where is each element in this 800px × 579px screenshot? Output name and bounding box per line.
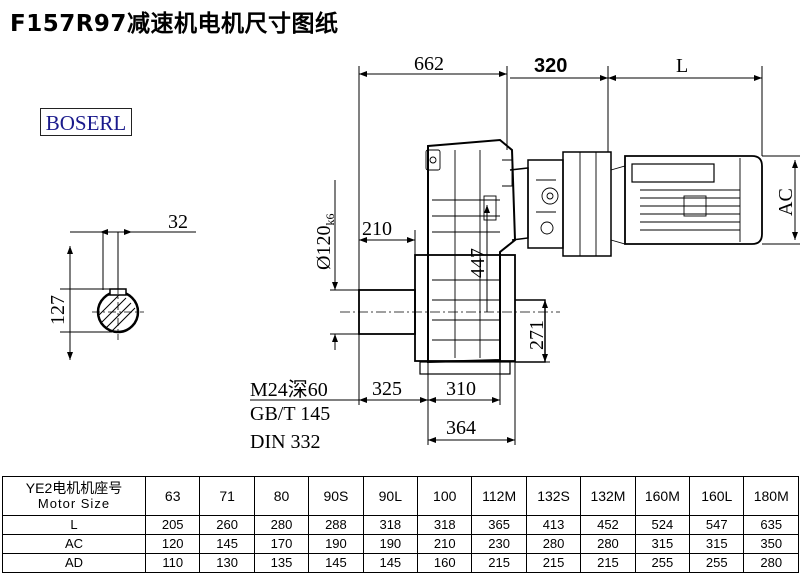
table-cell: 190 bbox=[308, 534, 364, 554]
table-cell: 160 bbox=[417, 553, 473, 573]
dim-flange-width: 310 bbox=[446, 378, 476, 400]
header-label-cn: YE2电机机座号 bbox=[25, 480, 123, 496]
table-cell: 452 bbox=[580, 515, 636, 535]
column-header: 71 bbox=[199, 476, 255, 516]
table-cell: 315 bbox=[634, 534, 691, 554]
column-header: 160L bbox=[689, 476, 745, 516]
row-label: AD bbox=[2, 553, 146, 573]
table-cell: 210 bbox=[417, 534, 473, 554]
table-cell: 280 bbox=[580, 534, 636, 554]
column-header: 112M bbox=[471, 476, 527, 516]
brand-logo: BOSERL bbox=[40, 108, 132, 136]
table-cell: 288 bbox=[308, 515, 364, 535]
table-cell: 215 bbox=[580, 553, 636, 573]
table-cell: 524 bbox=[634, 515, 691, 535]
dim-shaft-height: 127 bbox=[47, 295, 69, 325]
table-cell: 280 bbox=[743, 553, 799, 573]
table-cell: 365 bbox=[471, 515, 527, 535]
column-header: 63 bbox=[144, 476, 201, 516]
table-cell: 170 bbox=[253, 534, 310, 554]
note-standard-gb: GB/T 145 bbox=[250, 403, 330, 425]
column-header: 100 bbox=[417, 476, 473, 516]
column-header: 90L bbox=[362, 476, 419, 516]
technical-drawing: 32 127 bbox=[47, 53, 800, 453]
table-cell: 215 bbox=[471, 553, 527, 573]
table-cell: 318 bbox=[417, 515, 473, 535]
table-cell: 145 bbox=[362, 553, 419, 573]
note-thread: M24深60 bbox=[250, 378, 328, 401]
column-header: 132S bbox=[525, 476, 582, 516]
table-cell: 130 bbox=[199, 553, 255, 573]
table-cell: 110 bbox=[144, 553, 201, 573]
table-cell: 145 bbox=[199, 534, 255, 554]
table-cell: 120 bbox=[144, 534, 201, 554]
table-cell: 255 bbox=[634, 553, 691, 573]
dim-overall-length: 662 bbox=[414, 53, 444, 75]
table-cell: 135 bbox=[253, 553, 310, 573]
column-header: 180M bbox=[743, 476, 799, 516]
dim-shaft-to-flange: 325 bbox=[372, 378, 402, 400]
gearbox-body bbox=[340, 138, 626, 375]
dim-adapter-length: 320 bbox=[534, 55, 567, 77]
table-cell: 635 bbox=[743, 515, 799, 535]
table-cell: 255 bbox=[689, 553, 745, 573]
table-cell: 215 bbox=[525, 553, 582, 573]
header-label-en: Motor Size bbox=[37, 496, 111, 511]
dim-key-width: 32 bbox=[168, 211, 188, 233]
table-cell: 547 bbox=[689, 515, 745, 535]
table-cell: 318 bbox=[362, 515, 419, 535]
table-cell: 315 bbox=[689, 534, 745, 554]
table-cell: 413 bbox=[525, 515, 582, 535]
table-cell: 145 bbox=[308, 553, 364, 573]
note-standard-din: DIN 332 bbox=[250, 431, 321, 453]
column-header: 80 bbox=[253, 476, 310, 516]
dim-center-height: 447 bbox=[467, 248, 489, 278]
table-cell: 205 bbox=[144, 515, 201, 535]
dim-base-height: 271 bbox=[526, 320, 548, 350]
page-title: F157R97减速机电机尺寸图纸 bbox=[10, 11, 339, 37]
column-header: 160M bbox=[634, 476, 691, 516]
dim-motor-diameter: AC bbox=[775, 188, 797, 216]
dimension-lines bbox=[250, 66, 800, 445]
dim-shaft-diameter: Ø120k6 bbox=[313, 214, 337, 270]
shaft-section-view bbox=[60, 229, 196, 360]
row-label: AC bbox=[2, 534, 146, 554]
dim-motor-length: L bbox=[676, 55, 688, 77]
motor-body bbox=[624, 155, 763, 245]
table-cell: 280 bbox=[525, 534, 582, 554]
column-header: 90S bbox=[308, 476, 364, 516]
dim-base-width: 364 bbox=[446, 417, 476, 439]
table-cell: 350 bbox=[743, 534, 799, 554]
row-label: L bbox=[2, 515, 146, 535]
column-header: 132M bbox=[580, 476, 636, 516]
table-cell: 260 bbox=[199, 515, 255, 535]
dim-shaft-length: 210 bbox=[362, 218, 392, 240]
table-cell: 190 bbox=[362, 534, 419, 554]
table-cell: 230 bbox=[471, 534, 527, 554]
table-cell: 280 bbox=[253, 515, 310, 535]
